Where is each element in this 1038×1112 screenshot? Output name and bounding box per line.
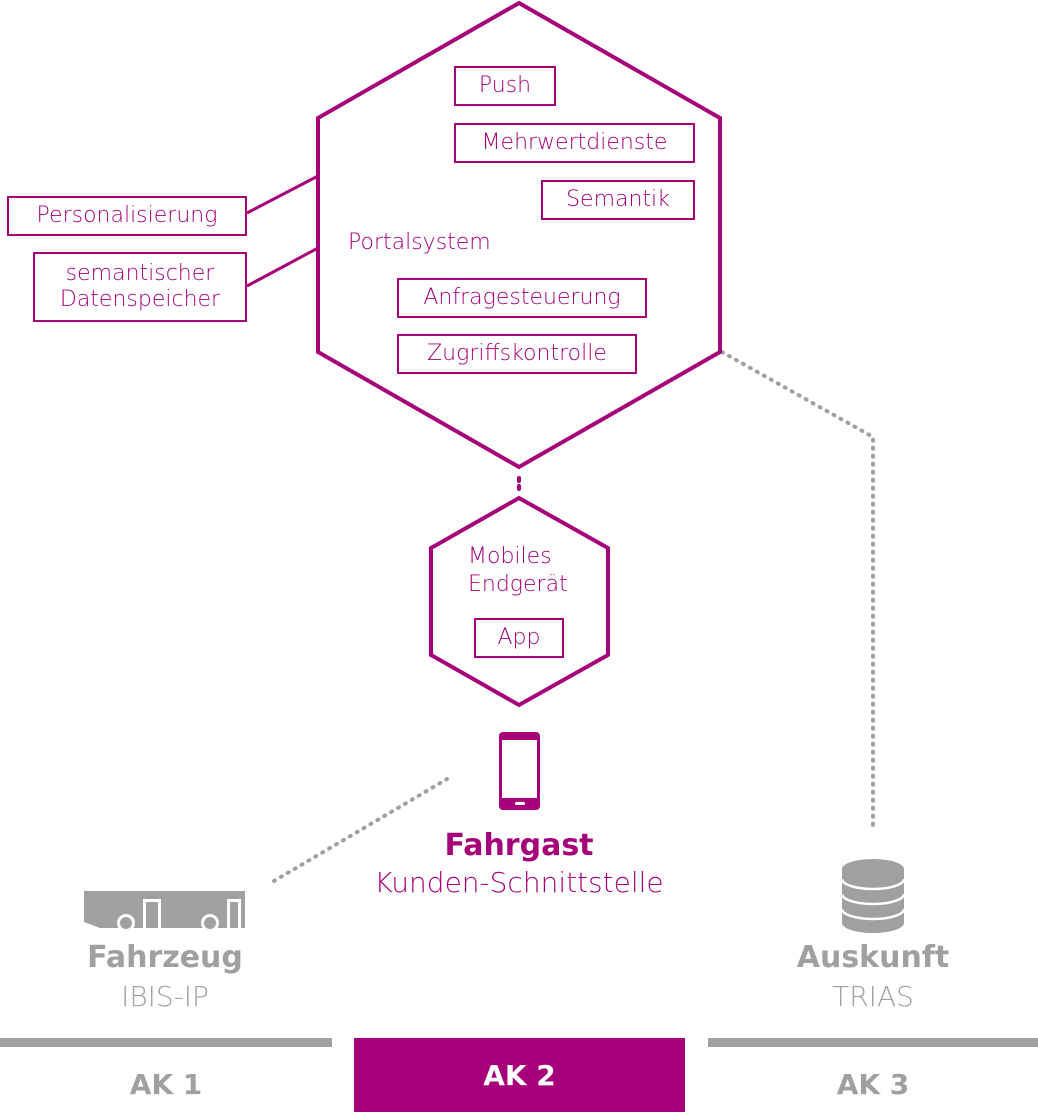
module-personalisierung: Personalisierung [7, 196, 247, 236]
tab-ak1[interactable]: AK 1 [129, 1067, 203, 1101]
tab-ak2[interactable]: AK 2 [354, 1038, 685, 1112]
connector-fahrzeug-fahrgast [272, 777, 449, 883]
mobile-hexagon [429, 495, 610, 708]
mobile-label-line1: Mobiles [468, 544, 552, 569]
module-anfragesteuerung: Anfragesteuerung [397, 278, 647, 318]
module-semantik: Semantik [541, 180, 695, 220]
fahrgast-subtitle: Kunden-Schnittstelle [374, 866, 664, 899]
bus-icon [84, 891, 245, 932]
smartphone-icon [499, 732, 540, 810]
connector-datenspeicher [246, 246, 319, 288]
connector-portal-auskunft [720, 350, 875, 832]
module-app: App [474, 618, 564, 658]
module-mehrwertdienste: Mehrwertdienste [454, 123, 695, 163]
fahrzeug-subtitle: IBIS-IP [121, 980, 209, 1013]
portal-hexagon [316, 0, 722, 470]
fahrgast-title: Fahrgast [444, 828, 594, 863]
tab-ak1-bar [0, 1038, 332, 1047]
tab-ak3[interactable]: AK 3 [836, 1067, 910, 1101]
fahrzeug-title: Fahrzeug [87, 940, 243, 975]
auskunft-subtitle: TRIAS [832, 980, 914, 1013]
module-push: Push [454, 66, 556, 106]
tab-ak3-bar [708, 1038, 1038, 1047]
auskunft-title: Auskunft [796, 940, 950, 975]
database-icon [840, 859, 906, 933]
connector-personalisierung [246, 174, 319, 215]
module-semantischer-datenspeicher: semantischer Datenspeicher [33, 252, 247, 322]
module-zugriffskontrolle: Zugriffskontrolle [397, 334, 637, 374]
mobile-label-line2: Endgerät [468, 572, 568, 597]
portal-label: Portalsystem [348, 230, 491, 255]
